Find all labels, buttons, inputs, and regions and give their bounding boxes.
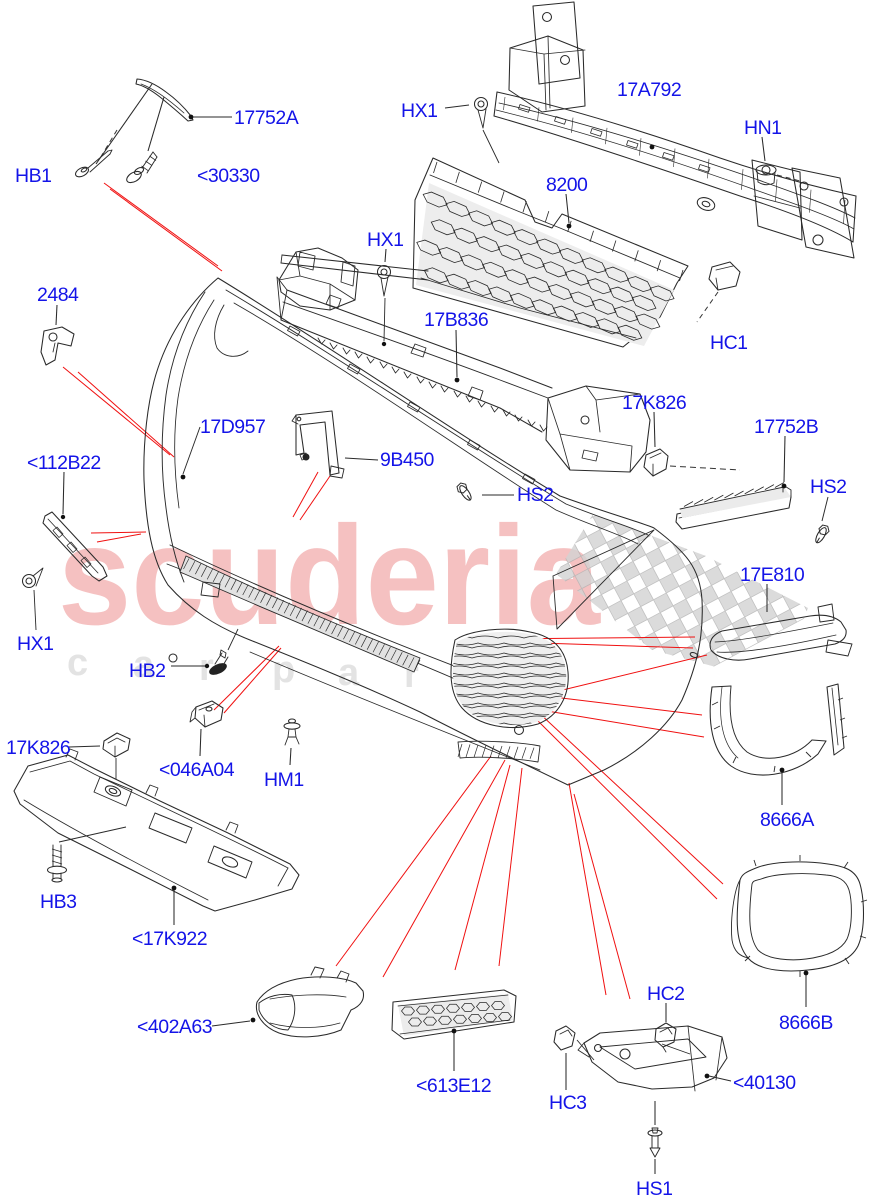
svg-text:HS2: HS2 bbox=[810, 476, 846, 498]
svg-text:<40130: <40130 bbox=[733, 1072, 796, 1094]
svg-text:p: p bbox=[272, 649, 295, 691]
svg-text:9B450: 9B450 bbox=[380, 449, 435, 471]
svg-text:c: c bbox=[67, 642, 88, 684]
svg-text:17752B: 17752B bbox=[754, 416, 818, 438]
svg-text:17D957: 17D957 bbox=[200, 416, 265, 438]
svg-text:8200: 8200 bbox=[546, 174, 588, 196]
svg-text:HM1: HM1 bbox=[264, 769, 304, 791]
svg-text:<112B22: <112B22 bbox=[27, 452, 101, 474]
svg-text:17K826: 17K826 bbox=[6, 737, 70, 759]
svg-text:HX1: HX1 bbox=[367, 229, 403, 251]
svg-text:2484: 2484 bbox=[37, 284, 79, 306]
svg-text:HS2: HS2 bbox=[517, 484, 553, 506]
svg-text:HX1: HX1 bbox=[401, 100, 437, 122]
svg-text:HC2: HC2 bbox=[647, 983, 685, 1005]
svg-text:HB3: HB3 bbox=[40, 891, 76, 913]
svg-text:HC3: HC3 bbox=[549, 1092, 587, 1114]
svg-text:HS1: HS1 bbox=[636, 1178, 672, 1200]
svg-text:HB1: HB1 bbox=[15, 165, 51, 187]
svg-text:<402A63: <402A63 bbox=[137, 1016, 212, 1038]
svg-text:HN1: HN1 bbox=[744, 117, 782, 139]
svg-text:a: a bbox=[338, 652, 360, 694]
svg-text:a: a bbox=[133, 644, 155, 686]
svg-text:<046A04: <046A04 bbox=[159, 759, 235, 781]
svg-text:17A792: 17A792 bbox=[617, 79, 681, 101]
svg-text:8666A: 8666A bbox=[760, 809, 814, 831]
svg-text:HX1: HX1 bbox=[17, 633, 53, 655]
svg-text:HC1: HC1 bbox=[710, 332, 748, 354]
svg-text:HB2: HB2 bbox=[129, 660, 165, 682]
svg-text:<613E12: <613E12 bbox=[416, 1075, 491, 1097]
svg-text:17K826: 17K826 bbox=[622, 392, 686, 414]
svg-text:17E810: 17E810 bbox=[740, 564, 805, 586]
svg-text:<17K922: <17K922 bbox=[132, 928, 207, 950]
svg-text:<30330: <30330 bbox=[197, 165, 260, 187]
svg-text:17752A: 17752A bbox=[234, 107, 299, 129]
svg-text:17B836: 17B836 bbox=[424, 309, 488, 331]
svg-text:8666B: 8666B bbox=[779, 1012, 833, 1034]
